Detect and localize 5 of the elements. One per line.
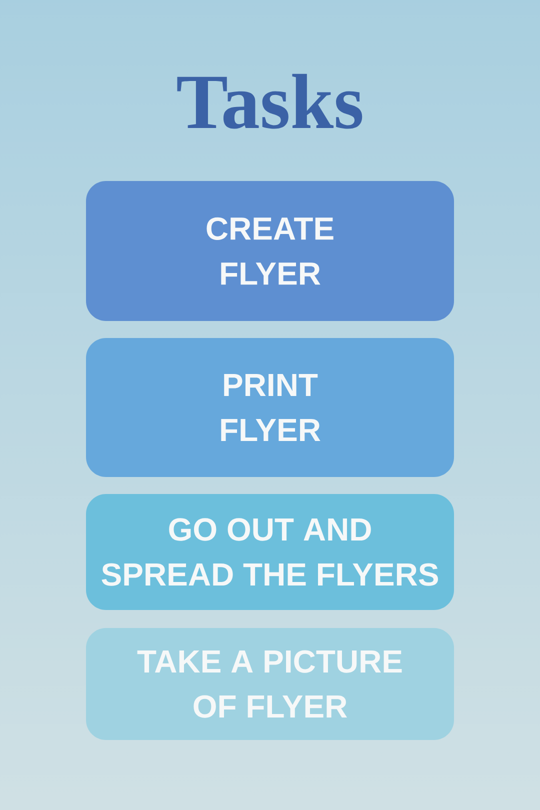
task-box: PRINT FLYER	[86, 338, 454, 477]
title: Tasks	[177, 74, 362, 129]
task-box: CREATE FLYER	[86, 181, 454, 321]
task-box: TAKE A PICTURE OF FLYER	[86, 628, 454, 740]
task-box: GO OUT AND SPREAD THE FLYERS	[86, 494, 454, 610]
